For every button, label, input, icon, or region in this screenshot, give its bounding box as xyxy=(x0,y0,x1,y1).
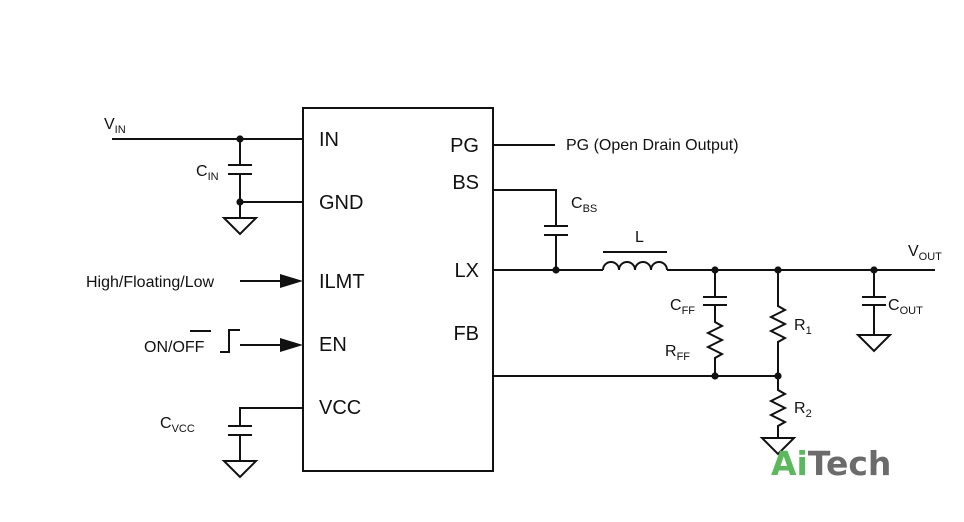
r2-resistor xyxy=(768,376,788,438)
vout-label: VOUT xyxy=(908,243,942,263)
cbs-label: CBS xyxy=(571,195,597,215)
en-arrow xyxy=(280,338,303,352)
pin-ilmt-label: ILMT xyxy=(319,271,365,293)
pg-output-label: PG (Open Drain Output) xyxy=(566,137,739,154)
ground-symbol-r2 xyxy=(759,437,797,456)
aitech-watermark: AiTech xyxy=(771,444,891,483)
ic-body xyxy=(302,107,494,472)
r1-label: R1 xyxy=(794,317,812,337)
pin-gnd-label: GND xyxy=(319,192,363,214)
cout-capacitor xyxy=(862,270,886,335)
pin-in-label: IN xyxy=(319,129,339,151)
rff-label: RFF xyxy=(665,343,690,363)
inductor xyxy=(602,261,668,271)
cvcc-capacitor xyxy=(228,407,303,461)
en-input-label: ON/OFF xyxy=(144,339,205,356)
ground-symbol-cout xyxy=(855,334,893,353)
pin-en-label: EN xyxy=(319,334,347,356)
ground-symbol-cin xyxy=(221,217,259,236)
lx-junction xyxy=(552,266,560,274)
rff-resistor xyxy=(705,318,725,376)
ilmt-input-label: High/Floating/Low xyxy=(86,274,215,291)
pin-fb-label: FB xyxy=(453,323,479,345)
cout-label: COUT xyxy=(888,297,923,317)
pin-lx-label: LX xyxy=(455,260,479,282)
pin-bs-label: BS xyxy=(452,172,479,194)
r1-resistor xyxy=(768,270,788,376)
watermark-tech: Tech xyxy=(808,444,892,483)
watermark-ai: Ai xyxy=(771,444,808,483)
pin-vcc-label: VCC xyxy=(319,397,361,419)
rff-junction xyxy=(711,372,719,380)
en-step-symbol xyxy=(220,329,240,353)
ilmt-arrow xyxy=(280,274,303,288)
r2-label: R2 xyxy=(794,400,812,420)
vin-label: VIN xyxy=(104,116,126,136)
cff-capacitor xyxy=(703,270,727,318)
cin-label: CIN xyxy=(196,163,219,183)
cin-capacitor xyxy=(228,139,252,218)
cff-label: CFF xyxy=(670,297,695,317)
cvcc-label: CVCC xyxy=(160,415,195,435)
cbs-capacitor xyxy=(493,189,568,270)
ground-symbol-cvcc xyxy=(221,460,259,479)
pin-pg-label: PG xyxy=(450,135,479,157)
inductor-label: L xyxy=(635,229,644,246)
